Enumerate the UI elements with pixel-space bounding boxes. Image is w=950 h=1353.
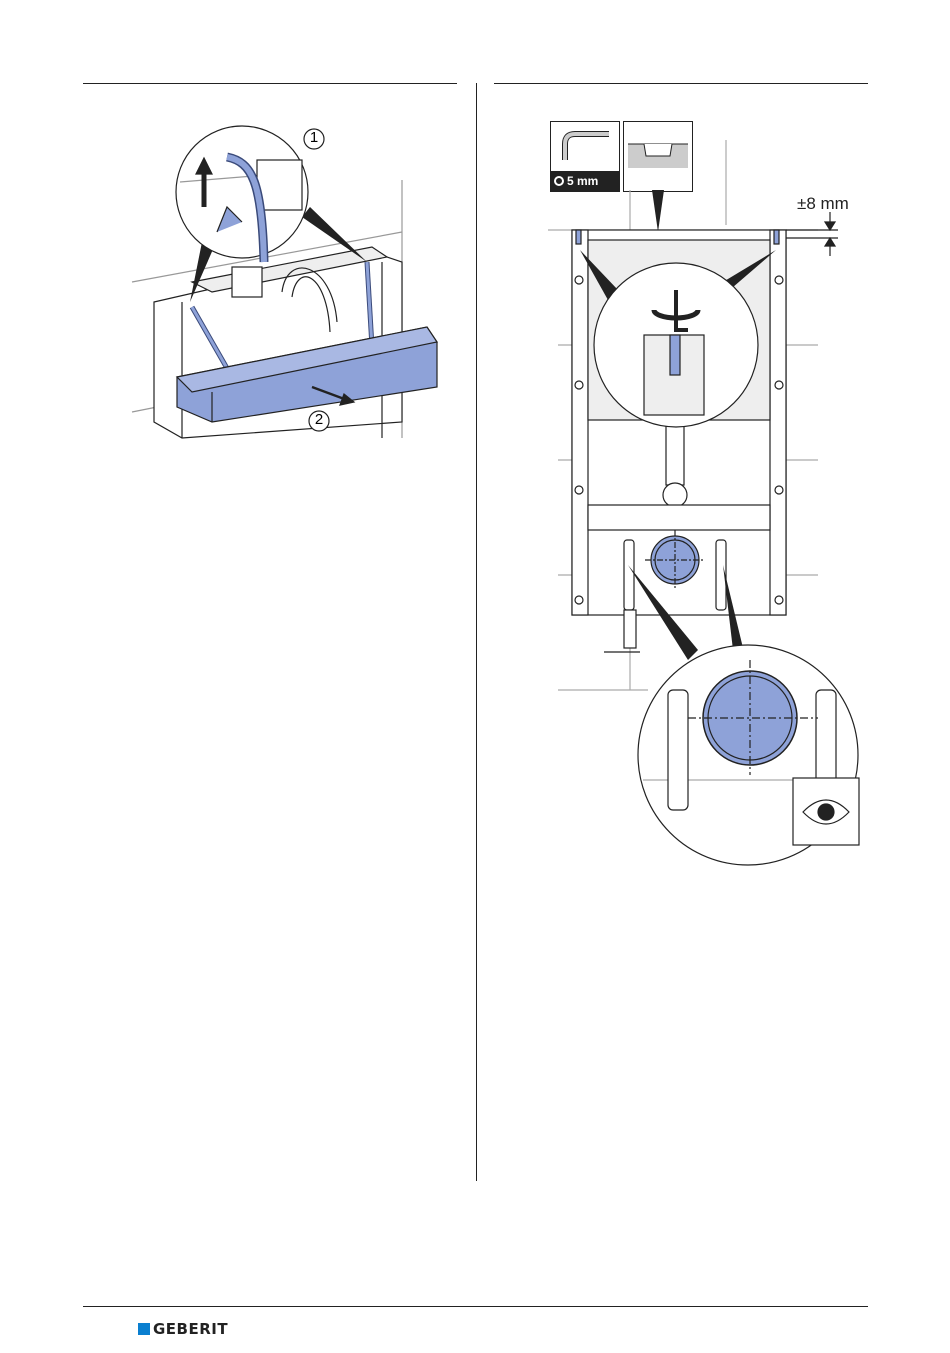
hex-key-icon [562, 131, 609, 160]
column-divider [476, 83, 477, 1181]
step-1-label: 1 [309, 129, 319, 146]
tolerance-label: ±8 mm [797, 194, 849, 213]
tool-size-label: 5 mm [567, 174, 599, 188]
hex-socket-icon [554, 176, 564, 186]
geberit-logo: GEBERIT [138, 1320, 228, 1338]
left-illustration-remove-protective-cover [131, 125, 438, 439]
eye-icon [802, 799, 850, 825]
tool-size-bar: 5 mm [551, 171, 619, 191]
hex-key-tool-box: 5 mm [550, 121, 620, 192]
brand-name: GEBERIT [153, 1320, 229, 1338]
step-2-label: 2 [314, 411, 324, 428]
spirit-level-box [623, 121, 693, 192]
footer-rule [83, 1306, 868, 1307]
left-column-top-rule [83, 83, 457, 84]
right-column-top-rule [494, 83, 868, 84]
spirit-level-icon [628, 143, 688, 168]
logo-square-icon [138, 1323, 150, 1335]
right-illustration-adjust-frame-height [548, 140, 860, 866]
